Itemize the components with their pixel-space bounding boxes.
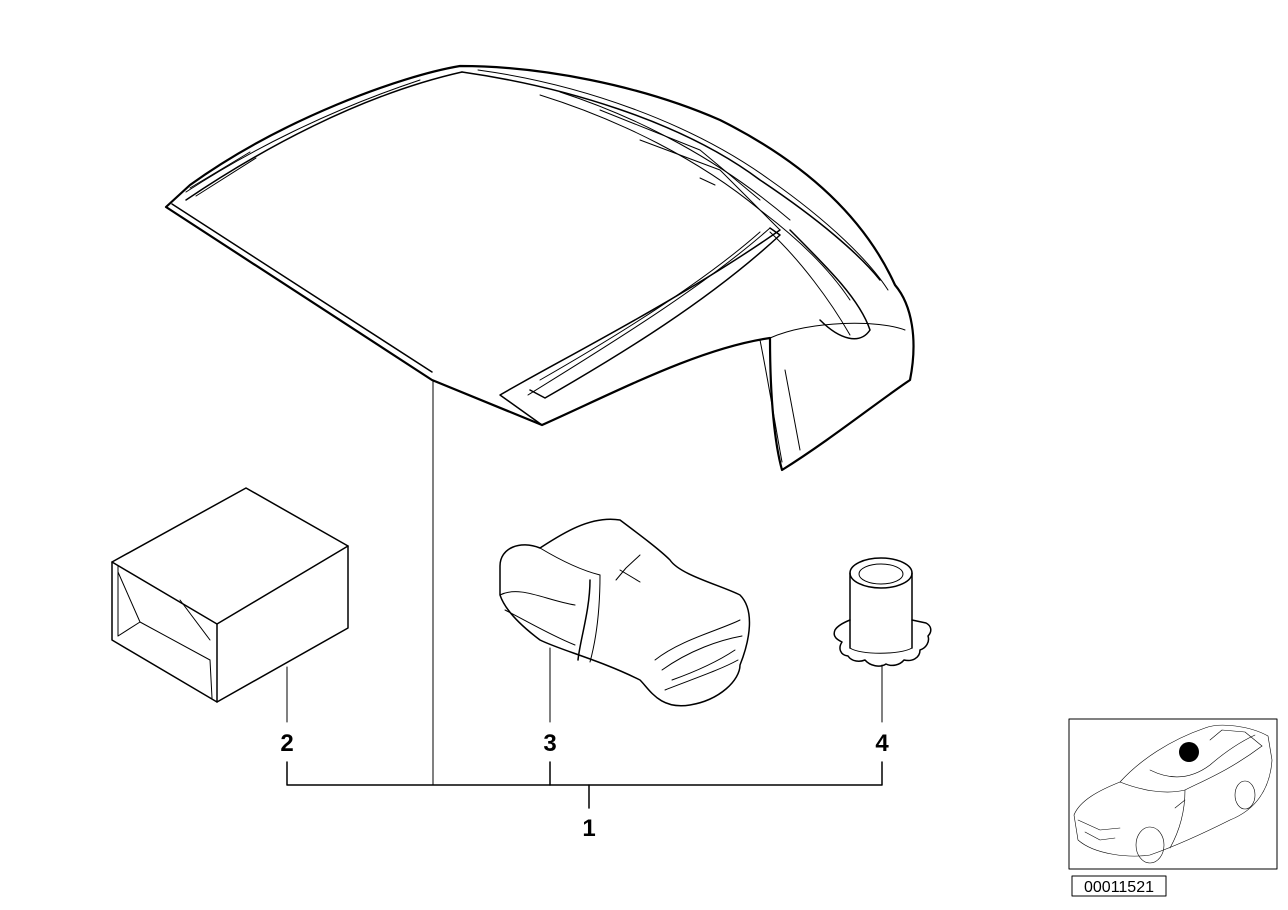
- part-number-1: 1: [582, 815, 595, 842]
- diagram-id: 00011521: [1084, 879, 1154, 896]
- cloth-bundle-drawing: [499, 518, 751, 707]
- hardtop-drawing: [164, 64, 915, 472]
- part-number-3: 3: [543, 730, 556, 757]
- box-drawing: [111, 487, 349, 703]
- car-locator-thumbnail: [1068, 718, 1278, 870]
- car-outline: [1073, 724, 1273, 864]
- location-marker: [1179, 742, 1199, 762]
- callout-leaders: [286, 379, 883, 809]
- diagram-id-box: [1071, 875, 1167, 897]
- part-number-4: 4: [875, 730, 889, 757]
- part-number-2: 2: [280, 730, 293, 757]
- bushing-drawing: [833, 557, 932, 667]
